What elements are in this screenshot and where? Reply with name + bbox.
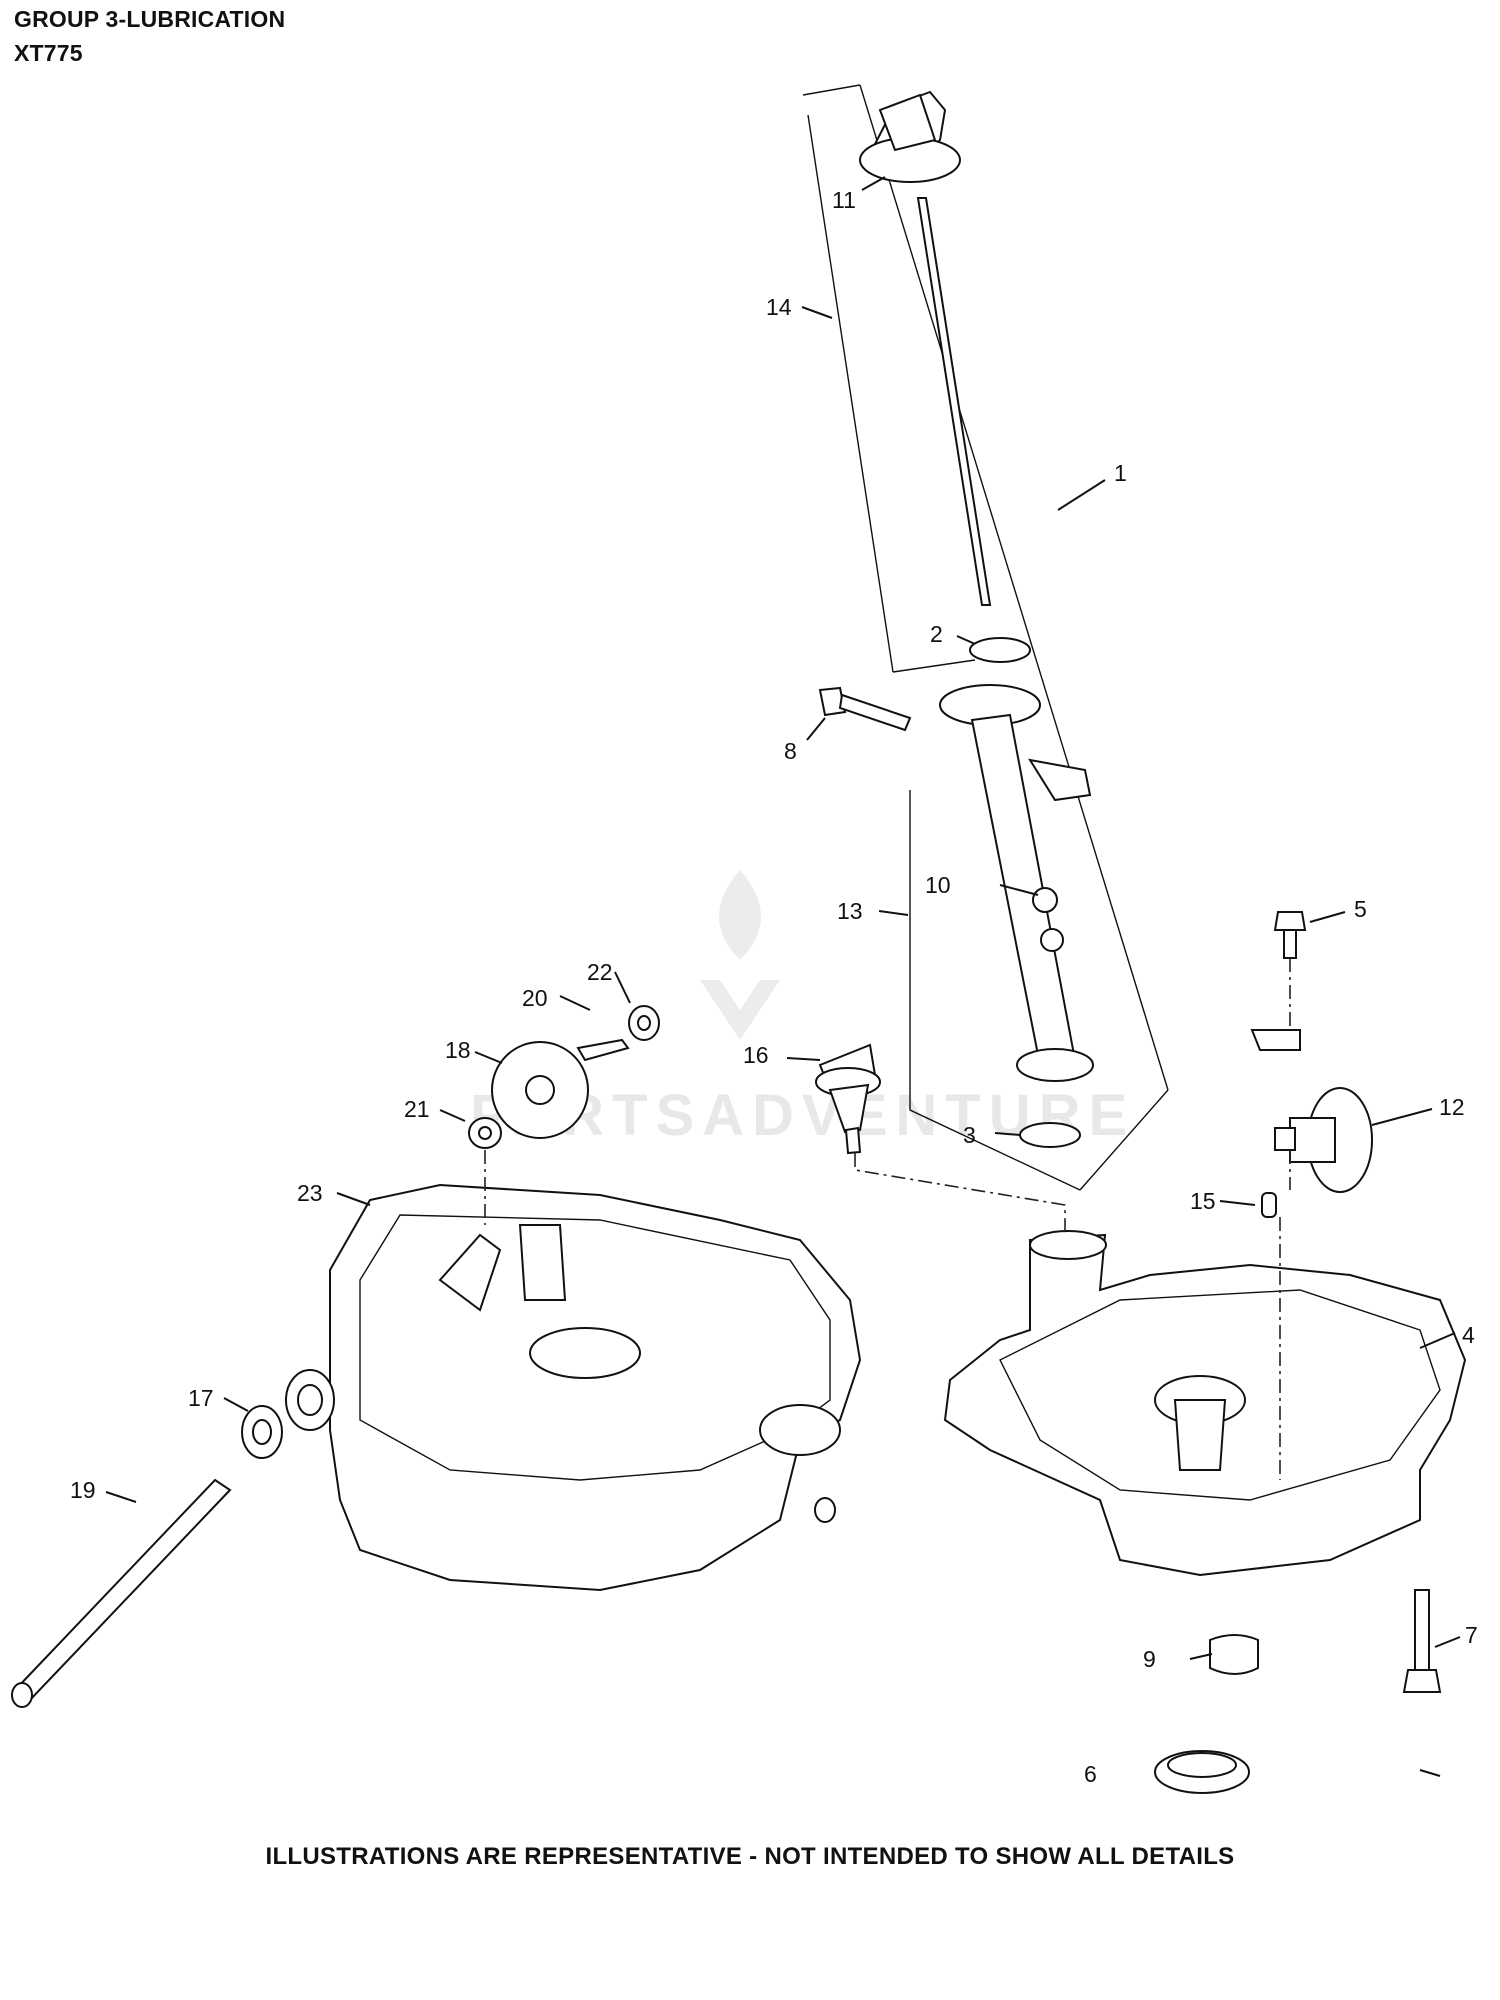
- callout-9: 9: [1143, 1646, 1156, 1672]
- model-number: XT775: [14, 40, 83, 66]
- callout-23: 23: [297, 1180, 323, 1206]
- callout-6: 6: [1084, 1761, 1097, 1787]
- washer-part-22: [628, 1005, 660, 1041]
- clip-part-20: [576, 1038, 630, 1062]
- governor-gear-part-12: [1250, 1029, 1373, 1193]
- bolt-part-8: [818, 686, 912, 732]
- leader-lines: [105, 176, 1461, 1777]
- callout-5: 5: [1354, 896, 1367, 922]
- crankcase-cover-part-23: [329, 1183, 862, 1592]
- o-ring-part-3: [1019, 1122, 1081, 1148]
- plug-part-9: [1209, 1634, 1259, 1675]
- callout-17: 17: [188, 1385, 214, 1411]
- seal-part-6: [1154, 1750, 1250, 1794]
- callout-4: 4: [1462, 1322, 1475, 1348]
- oil-fill-cap-part-11: [859, 90, 961, 183]
- washer-part-21: [468, 1117, 502, 1149]
- callout-labels: 1 2 3 4 5 6 7 8 9 10 11 12 13 14 15 16 1…: [70, 187, 1478, 1787]
- dipstick-assembly-outline: [802, 84, 1169, 1191]
- crankcase-part-4: [943, 1230, 1467, 1577]
- callout-16: 16: [743, 1042, 769, 1068]
- pin-part-15: [1261, 1192, 1277, 1218]
- callout-2: 2: [930, 621, 943, 647]
- callout-22: 22: [587, 959, 613, 985]
- disclaimer-note: ILLUSTRATIONS ARE REPRESENTATIVE - NOT I…: [265, 1843, 1235, 1870]
- callout-8: 8: [784, 738, 797, 764]
- callout-3: 3: [963, 1122, 976, 1148]
- bolt-part-7: [1402, 1589, 1442, 1693]
- shaft-part-19: [11, 1478, 232, 1708]
- seal-part-17: [241, 1369, 335, 1459]
- o-ring-part-2: [969, 637, 1031, 663]
- callout-10: 10: [925, 872, 951, 898]
- callout-15: 15: [1190, 1188, 1216, 1214]
- alignment-lines: [484, 958, 1291, 1480]
- callout-1: 1: [1114, 460, 1127, 486]
- dipstick-part-14: [916, 197, 992, 606]
- callout-14: 14: [766, 294, 792, 320]
- callout-20: 20: [522, 985, 548, 1011]
- callout-13: 13: [837, 898, 863, 924]
- oil-cap-part-16: [815, 1043, 881, 1155]
- dipstick-tube-part-10: [939, 684, 1094, 1082]
- screw-part-5: [1273, 911, 1307, 959]
- gear-part-18: [491, 1041, 589, 1139]
- page-title: GROUP 3-LUBRICATION: [14, 6, 286, 32]
- callout-7: 7: [1465, 1622, 1478, 1648]
- callout-21: 21: [404, 1096, 430, 1122]
- callout-12: 12: [1439, 1094, 1465, 1120]
- callout-11: 11: [832, 187, 856, 213]
- callout-19: 19: [70, 1477, 96, 1503]
- callout-18: 18: [445, 1037, 471, 1063]
